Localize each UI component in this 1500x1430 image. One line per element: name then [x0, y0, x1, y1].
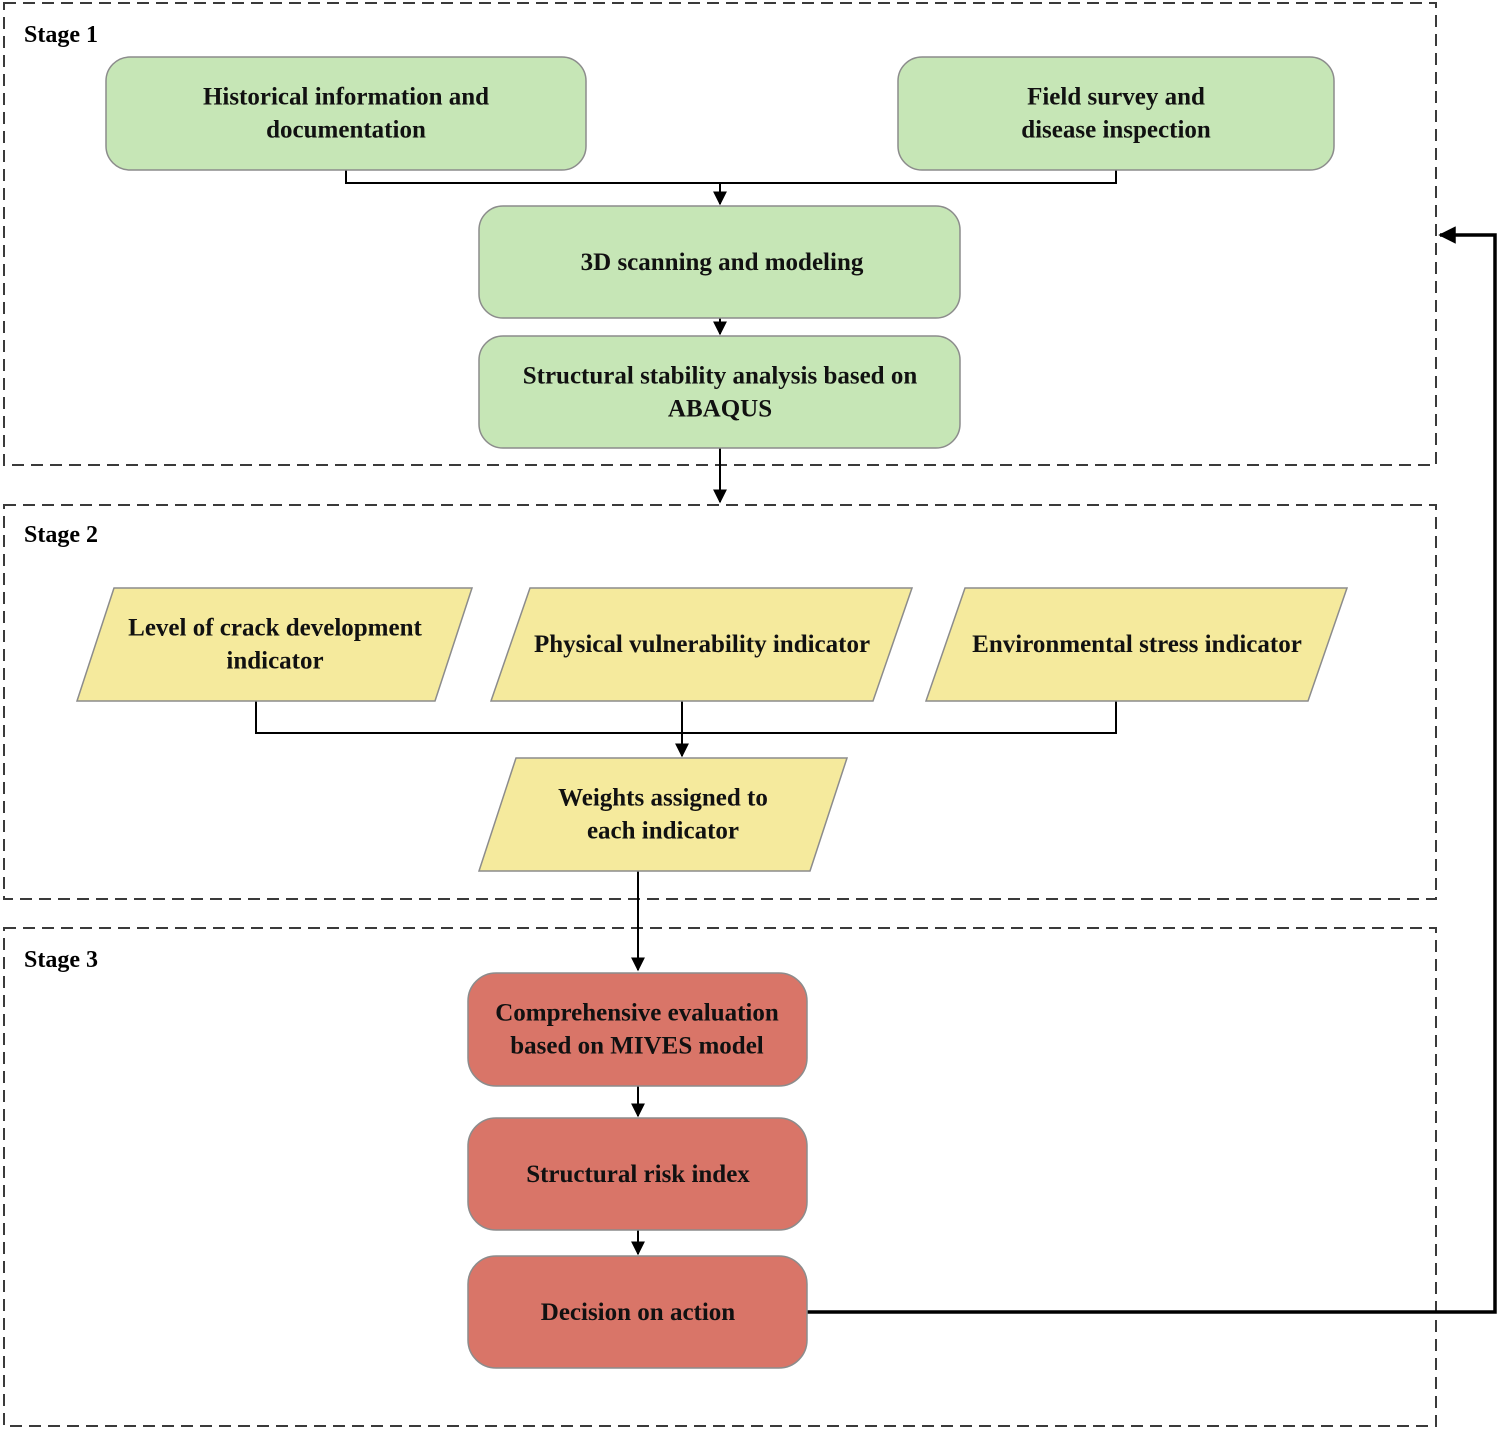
connector-field-to-merge	[720, 170, 1117, 184]
stage-2-label: Stage 2	[24, 522, 98, 548]
node-label-line: Physical vulnerability indicator	[534, 631, 870, 658]
node-label-line: Field survey and	[1027, 84, 1205, 111]
node-label-line: Weights assigned to	[558, 785, 768, 812]
connector-historical-to-merge	[345, 170, 720, 184]
stage-3-frame: Stage 3	[3, 927, 1437, 1427]
node-label-line: Environmental stress indicator	[972, 631, 1302, 658]
node-stability-analysis: Structural stability analysis based on AB…	[478, 335, 961, 449]
svg-text:Decision on action: Decision on action	[541, 1299, 736, 1326]
connector-crack-to-merge	[255, 701, 682, 734]
svg-text:3D scanning and modeling: 3D scanning and modeling	[581, 249, 864, 276]
svg-text:Physical vulnerability indicat: Physical vulnerability indicator	[534, 631, 870, 658]
node-structural-risk-index: Structural risk index	[467, 1117, 808, 1231]
node-label-line: Decision on action	[541, 1299, 736, 1326]
node-label-line: Comprehensive evaluation	[495, 1000, 779, 1027]
node-field-survey: Field survey and disease inspection	[897, 56, 1335, 171]
node-label-line: ABAQUS	[668, 396, 772, 423]
node-decision-on-action: Decision on action	[467, 1255, 808, 1369]
node-historical-information: Historical information and documentation	[105, 56, 587, 171]
connector-environmental-to-merge	[682, 701, 1117, 734]
svg-text:Environmental stress indicator: Environmental stress indicator	[972, 631, 1302, 658]
connectors	[255, 170, 1497, 1314]
node-label-line: each indicator	[587, 818, 739, 845]
node-label-line: indicator	[226, 648, 323, 675]
svg-text:Structural risk index: Structural risk index	[526, 1161, 750, 1188]
node-mives-evaluation: Comprehensive evaluation based on MIVES m…	[467, 972, 808, 1087]
svg-text:Structural stability analysis: Structural stability analysis based on AB…	[523, 363, 918, 423]
stage-2-frame: Stage 2	[3, 504, 1437, 900]
node-physical-vulnerability: Physical vulnerability indicator	[489, 587, 914, 702]
node-label-line: Structural risk index	[526, 1161, 750, 1188]
node-label-line: based on MIVES model	[510, 1033, 764, 1060]
node-label-line: Structural stability analysis based on	[523, 363, 918, 390]
node-label-line: disease inspection	[1021, 117, 1211, 144]
node-crack-development: Level of crack development indicator	[75, 587, 474, 702]
node-weights-assigned: Weights assigned to each indicator	[477, 757, 849, 872]
node-environmental-stress: Environmental stress indicator	[924, 587, 1349, 702]
node-label-line: documentation	[266, 117, 426, 144]
node-label-line: 3D scanning and modeling	[581, 249, 864, 276]
node-label-line: Historical information and	[203, 84, 489, 111]
stage-3-label: Stage 3	[24, 947, 98, 973]
feedback-arrow-decision-to-stage1	[807, 226, 1497, 1314]
stage-1-label: Stage 1	[24, 22, 98, 48]
node-label-line: Level of crack development	[128, 615, 422, 642]
node-3d-scanning: 3D scanning and modeling	[478, 205, 961, 319]
